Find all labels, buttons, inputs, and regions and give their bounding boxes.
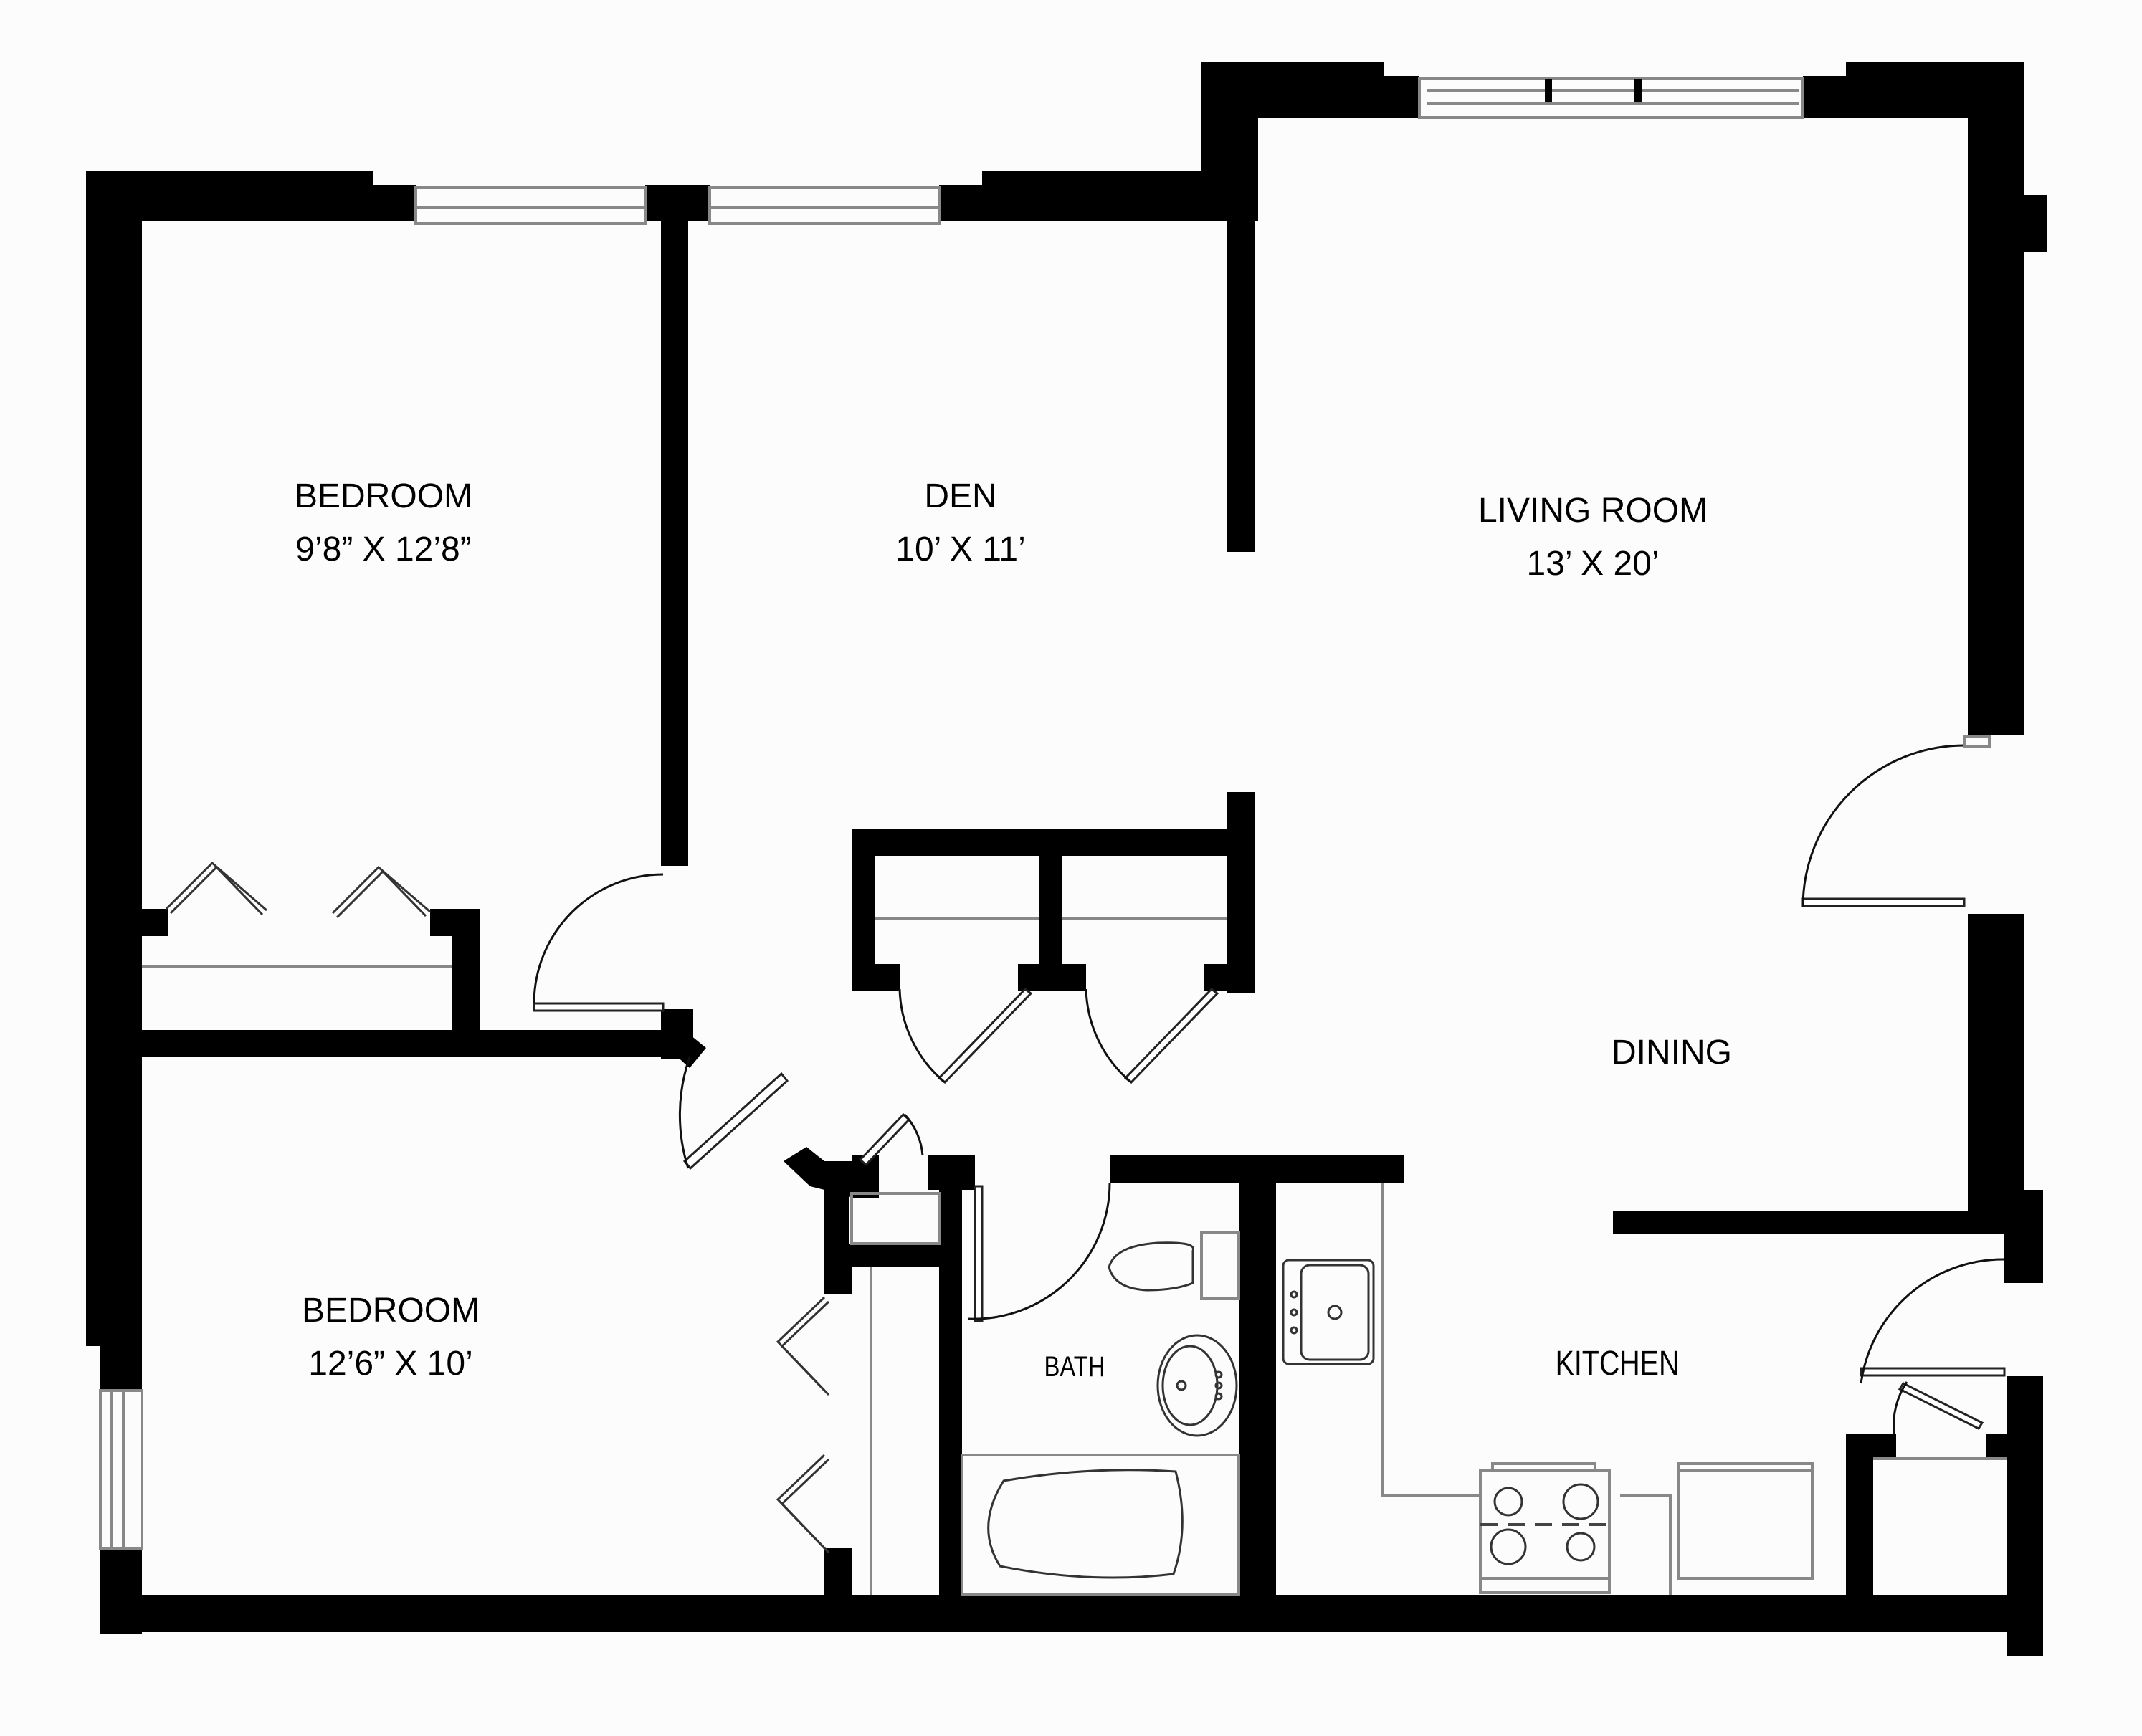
room-dimensions: 9’8” X 12’8” [295, 530, 472, 569]
bifold-door-icon [776, 1296, 830, 1554]
room-name: LIVING ROOM [1477, 492, 1708, 530]
room-name: BEDROOM [294, 477, 473, 515]
room-label-living-room: LIVING ROOM 13’ X 20’ [1478, 485, 1708, 591]
closet-shelves [142, 917, 2007, 1595]
room-label-den: DEN 10’ X 11’ [895, 470, 1025, 577]
room-name: KITCHEN [1555, 1345, 1680, 1383]
window-bedroom-left [99, 1389, 143, 1550]
room-label-kitchen: KITCHEN [1542, 1337, 1693, 1391]
stove-icon [1479, 1462, 1611, 1594]
interior-walls [142, 185, 2036, 1627]
room-name: BEDROOM [301, 1292, 480, 1330]
toilet-icon [1108, 1231, 1240, 1300]
bifold-door-icon [165, 861, 431, 919]
swing-door-icon [533, 873, 665, 1012]
room-name: DINING [1612, 1034, 1732, 1072]
room-label-bath: BATH [1037, 1345, 1112, 1389]
bathtub-icon [961, 1454, 1240, 1596]
exterior-walls [86, 62, 2047, 1656]
refrigerator-icon [1677, 1462, 1814, 1580]
room-label-dining: DINING [1612, 1026, 1732, 1079]
swing-door-icon [858, 1112, 924, 1167]
swing-door-icon [1085, 988, 1219, 1084]
room-dimensions: 10’ X 11’ [895, 530, 1026, 569]
room-name: DEN [924, 477, 997, 515]
window-living-top [1418, 77, 1804, 119]
swing-door-icon [898, 988, 1033, 1084]
room-label-bedroom-1: BEDROOM 9’8” X 12’8” [295, 470, 472, 577]
swing-door-icon [1892, 1381, 1984, 1434]
swing-door-icon [967, 1182, 1111, 1322]
room-label-bedroom-2: BEDROOM 12’6” X 10’ [302, 1284, 480, 1391]
entry-door-icon [1801, 735, 1991, 907]
swing-door-icon [1860, 1258, 2006, 1384]
bathroom-sink-icon [1156, 1334, 1238, 1437]
room-dimensions: 13’ X 20’ [1526, 545, 1660, 583]
swing-door-icon [678, 1057, 789, 1170]
room-dimensions: 12’6” X 10’ [308, 1345, 473, 1383]
window-den-top [708, 186, 941, 225]
counter [1381, 1183, 1672, 1595]
kitchen-sink-icon [1282, 1259, 1375, 1365]
room-name: BATH [1044, 1351, 1105, 1383]
window-bedroom-top [414, 186, 647, 225]
